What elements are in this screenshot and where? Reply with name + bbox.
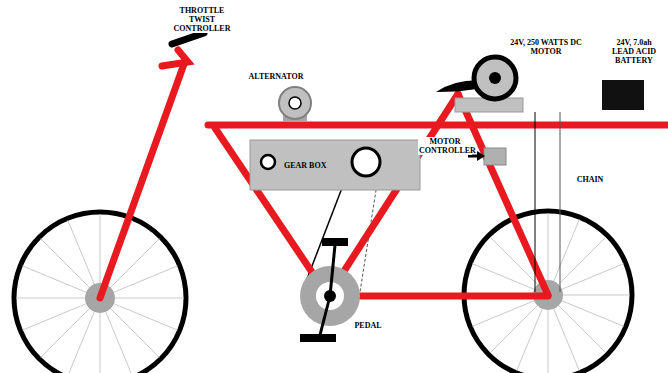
lead-acid-battery <box>602 80 644 110</box>
part-label: MOTOR CONTROLLER <box>418 137 472 155</box>
part-label: GEAR BOX <box>284 161 326 170</box>
seat-stay <box>458 94 548 295</box>
chain-line <box>535 112 536 292</box>
pedal <box>322 238 348 246</box>
fork <box>100 64 184 298</box>
pedal-crank <box>320 296 330 335</box>
pointer-arrow <box>477 151 485 161</box>
gearbox-box: GEAR BOX <box>250 140 420 190</box>
part-label: CHAIN <box>572 175 608 184</box>
part-label: THROTTLE TWIST CONTROLLER <box>168 6 236 33</box>
bike-frame <box>100 50 668 298</box>
seat-tube <box>328 94 458 296</box>
chain-stay <box>328 293 548 300</box>
part-label: PEDAL <box>350 321 386 330</box>
part-label: 24V, 7.0ah LEAD ACID BATTERY <box>604 38 664 65</box>
dc-motor <box>474 57 516 99</box>
motor-shaft <box>489 72 501 84</box>
pedal <box>300 334 336 342</box>
gear-sprocket <box>352 148 380 176</box>
alternator-pulley <box>289 97 301 109</box>
throttle-grip <box>172 33 204 44</box>
gearbox-body <box>250 140 420 190</box>
motor-controller-box <box>484 148 506 165</box>
part-label: ALTERNATOR <box>245 72 307 81</box>
alternator <box>279 87 311 119</box>
pedal-crank <box>330 245 335 296</box>
part-label: 24V, 250 WATTS DC MOTOR <box>508 38 584 56</box>
chain-line <box>560 112 561 292</box>
gear-sprocket <box>261 155 275 169</box>
